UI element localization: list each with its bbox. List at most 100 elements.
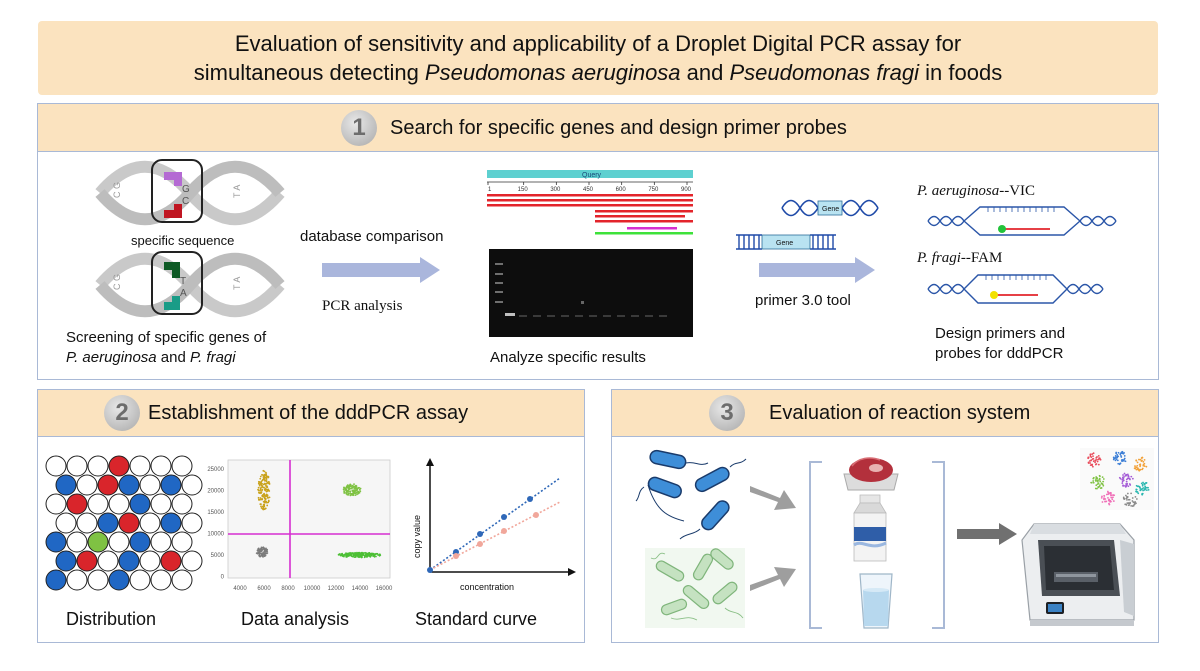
droplet bbox=[119, 475, 139, 495]
droplet bbox=[161, 513, 181, 533]
specific-sequence-label: specific sequence bbox=[131, 231, 234, 251]
section-2-heading: Establishment of the dddPCR assay bbox=[148, 400, 468, 426]
scatter-x-tick: 6000 bbox=[257, 586, 271, 592]
standard-curve-label: Standard curve bbox=[415, 608, 537, 630]
scatter-x-ticks: 40006000800010000120001400016000 bbox=[233, 586, 393, 592]
scatter-x-tick: 8000 bbox=[281, 586, 295, 592]
primer-tool-label: primer 3.0 tool bbox=[755, 291, 851, 311]
droplet bbox=[46, 494, 66, 514]
dna-letter-left: C G bbox=[112, 274, 122, 290]
meat-icon bbox=[840, 452, 902, 494]
gene-primer-icon: Gene bbox=[736, 233, 836, 251]
droplet bbox=[182, 513, 202, 533]
droplet bbox=[77, 513, 97, 533]
section-3-header: 3 Evaluation of reaction system bbox=[612, 390, 1158, 437]
droplet bbox=[151, 456, 171, 476]
arrow-down-right-icon bbox=[750, 478, 798, 512]
title-banner: Evaluation of sensitivity and applicabil… bbox=[38, 21, 1158, 95]
droplet bbox=[98, 513, 118, 533]
droplet bbox=[56, 551, 76, 571]
droplet bbox=[151, 570, 171, 590]
query-tick-label: 450 bbox=[583, 187, 594, 193]
scatter-x-tick: 10000 bbox=[304, 586, 321, 592]
droplet bbox=[88, 532, 108, 552]
droplet bbox=[161, 475, 181, 495]
species-fragi: P. fragi bbox=[190, 349, 236, 366]
droplet bbox=[67, 494, 87, 514]
screening-label-line-2: P. aeruginosa and P. fragi bbox=[66, 348, 236, 368]
query-tick-label: 150 bbox=[518, 187, 529, 193]
and-text: and bbox=[157, 349, 190, 366]
query-tick-label: 300 bbox=[550, 187, 561, 193]
droplet bbox=[130, 494, 150, 514]
droplet-distribution-diagram bbox=[45, 455, 213, 590]
probe-fam-label: P. fragi--FAM bbox=[917, 248, 1002, 268]
scatter-x-tick: 14000 bbox=[352, 586, 369, 592]
design-primers-line-2: probes for dddPCR bbox=[935, 344, 1063, 364]
dna-letter-right: T A bbox=[232, 277, 242, 290]
droplet bbox=[109, 570, 129, 590]
distribution-label: Distribution bbox=[66, 608, 156, 630]
droplet bbox=[140, 513, 160, 533]
title-species-1: Pseudomonas aeruginosa bbox=[425, 60, 681, 85]
species-aeruginosa: P. aeruginosa bbox=[66, 349, 157, 366]
droplet bbox=[182, 475, 202, 495]
droplet bbox=[46, 456, 66, 476]
section-1-heading: Search for specific genes and design pri… bbox=[390, 115, 847, 141]
query-label: Query bbox=[582, 172, 602, 179]
probe-fam-diagram bbox=[928, 271, 1103, 307]
analyze-results-label: Analyze specific results bbox=[490, 348, 646, 368]
title-text: simultaneous detecting bbox=[194, 60, 425, 85]
water-glass-icon bbox=[858, 572, 894, 630]
scatter-x-tick: 12000 bbox=[328, 586, 345, 592]
dna-helix-top-icon: C G G C T A bbox=[100, 158, 280, 228]
dna-letter-mid-top: T bbox=[180, 276, 186, 287]
title-text: and bbox=[681, 60, 730, 85]
design-primers-line-1: Design primers and bbox=[935, 324, 1065, 344]
droplet bbox=[130, 532, 150, 552]
section-2-header: 2 Establishment of the dddPCR assay bbox=[38, 390, 584, 437]
curve-x-axis-label: concentration bbox=[460, 582, 514, 592]
arrow-up-right-icon bbox=[750, 565, 798, 599]
droplet bbox=[56, 475, 76, 495]
data-analysis-label: Data analysis bbox=[241, 608, 349, 630]
droplet bbox=[67, 532, 87, 552]
droplet bbox=[77, 551, 97, 571]
standard-curve-plot: copy value concentration bbox=[408, 458, 578, 598]
fam-dye-dot bbox=[990, 291, 998, 299]
database-comparison-label: database comparison bbox=[300, 227, 443, 247]
droplet bbox=[88, 456, 108, 476]
droplet bbox=[140, 475, 160, 495]
scatter-y-tick: 0 bbox=[221, 575, 225, 581]
dna-letter-left: C G bbox=[112, 182, 122, 198]
scatter-y-tick: 25000 bbox=[207, 467, 224, 473]
section-3-heading: Evaluation of reaction system bbox=[769, 400, 1030, 426]
droplet bbox=[119, 551, 139, 571]
arrow-right-gray-icon bbox=[957, 523, 1017, 545]
dna-letter-mid-bottom: A bbox=[180, 288, 187, 299]
droplet bbox=[109, 532, 129, 552]
dna-letter-mid-top: G bbox=[182, 184, 190, 195]
scatter-x-tick: 16000 bbox=[376, 586, 393, 592]
droplet bbox=[56, 513, 76, 533]
droplet bbox=[130, 456, 150, 476]
gene-label: Gene bbox=[776, 240, 793, 247]
title-species-2: Pseudomonas fragi bbox=[729, 60, 919, 85]
dna-letter-mid-bottom: C bbox=[182, 196, 189, 207]
arrow-right-icon bbox=[759, 257, 875, 283]
droplet bbox=[130, 570, 150, 590]
gel-electrophoresis-image bbox=[489, 249, 693, 337]
droplet bbox=[182, 551, 202, 571]
milk-carton-icon bbox=[852, 495, 888, 563]
droplet bbox=[151, 494, 171, 514]
bacteria-green-icon bbox=[645, 548, 745, 628]
scatter-y-tick: 5000 bbox=[211, 553, 225, 559]
arrow-right-icon bbox=[322, 257, 440, 283]
scatter-y-tick: 15000 bbox=[207, 510, 224, 516]
droplet bbox=[67, 456, 87, 476]
droplet bbox=[46, 570, 66, 590]
droplet bbox=[140, 551, 160, 571]
probe-vic-diagram bbox=[928, 203, 1116, 239]
